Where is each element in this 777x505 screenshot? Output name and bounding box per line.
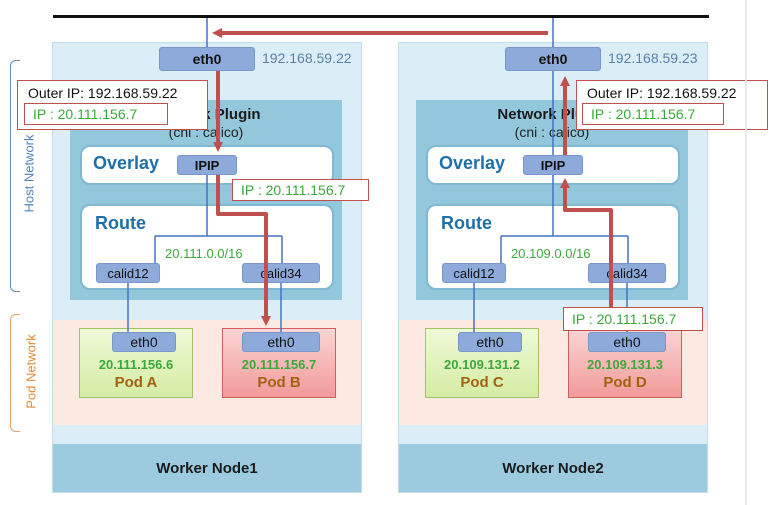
pod-a-eth0: eth0 [112,332,176,352]
calid34-node1: calid34 [242,263,320,283]
eth0-ip-node2: 192.168.59.23 [608,50,698,66]
eth0-node1: eth0 [159,47,255,71]
callout-node2-outer-ip: Outer IP: 192.168.59.22 [587,85,737,101]
worker-node-2-footer: Worker Node2 [399,444,707,492]
callout-node2-inner-box: IP : 20.111.156.7 [582,103,724,125]
packet-path-node1-ipip-podb [216,175,271,326]
pod-a-ip: 20.111.156.6 [98,357,174,372]
pod-a-name: Pod A [114,374,158,391]
calid34-node2: calid34 [588,263,666,283]
subnet-label-2: 20.109.0.0/16 [511,246,591,261]
pod-c-name: Pod C [460,374,504,391]
ipip-interface-2: IPIP [523,155,583,175]
page-edge [745,0,747,505]
calid12-node2: calid12 [442,263,506,283]
calid12-node1: calid12 [96,263,160,283]
callout-node1-inner-box: IP : 20.111.156.7 [24,103,168,125]
route-tree-node1 [154,175,283,263]
pod-b-name: Pod B [257,374,301,391]
callout-node1-inner-ip: IP : 20.111.156.7 [33,106,138,122]
pod-c-ip: 20.109.131.2 [444,357,520,372]
pod-network-bracket [10,314,20,432]
worker-node-1-footer: Worker Node1 [53,444,361,492]
pod-b-eth0: eth0 [242,332,320,352]
ipip-interface-1: IPIP [177,155,237,175]
callout-node1-decap-ip: IP : 20.111.156.7 [241,182,346,198]
subnet-label-1: 20.111.0.0/16 [165,246,243,261]
overlay-label-2: Overlay [439,153,506,173]
route-label-2: Route [441,213,492,233]
pod-d-eth0: eth0 [588,332,666,352]
callout-node2-inner-ip: IP : 20.111.156.7 [591,106,696,122]
route-label-1: Route [95,213,146,233]
host-network-bracket [10,60,20,292]
pod-b-ip: 20.111.156.7 [241,357,317,372]
pod-d-ip: 20.109.131.3 [587,357,663,372]
host-network-line [53,15,709,18]
callout-node2-pod: IP : 20.111.156.7 [563,307,703,331]
overlay-label-1: Overlay [93,153,160,173]
eth0-node2: eth0 [505,47,601,71]
pod-c-eth0: eth0 [458,332,522,352]
eth0-ip-node1: 192.168.59.22 [262,50,352,66]
callout-node2-pod-ip: IP : 20.111.156.7 [572,311,677,327]
plugin-subtitle-2: (cni : calico) [514,124,590,140]
pod-d-name: Pod D [603,374,647,391]
packet-path-node2-podd-ipip [560,178,613,308]
route-tree-node2 [500,175,629,263]
callout-node1-decap: IP : 20.111.156.7 [232,179,369,201]
callout-node1-outer-ip: Outer IP: 192.168.59.22 [28,85,178,101]
